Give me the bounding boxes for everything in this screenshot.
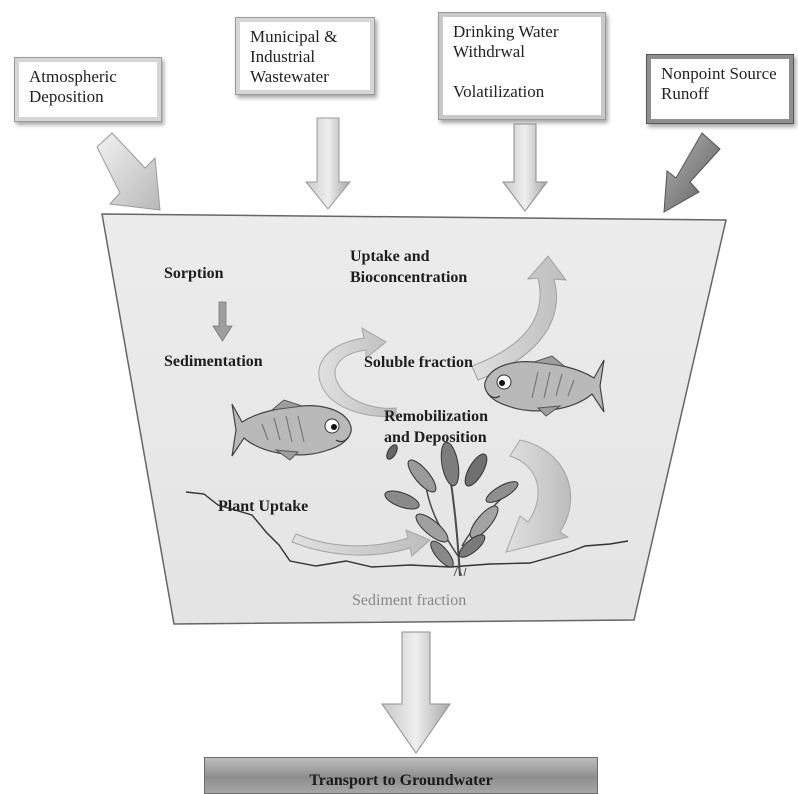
uptake-bioconcentration-label: Uptake and Bioconcentration [350, 248, 468, 286]
drinking-water-arrow [501, 123, 549, 212]
volatilization-label: Volatilization [453, 82, 545, 101]
uptake-curve-arrow [471, 255, 568, 381]
municipal-arrow [304, 117, 352, 210]
atmospheric-deposition-label: Atmospheric Deposition [29, 67, 117, 106]
nonpoint-runoff-box: Nonpoint Source Runoff [646, 54, 794, 124]
sedimentation-label: Sedimentation [164, 353, 263, 370]
plant-uptake-arrow [291, 529, 431, 557]
fish-icon [484, 355, 605, 417]
sorption-arrow [212, 301, 233, 342]
deposition-curve-arrow [505, 439, 572, 553]
nonpoint-runoff-label: Nonpoint Source Runoff [661, 64, 777, 103]
atmospheric-deposition-box: Atmospheric Deposition [14, 57, 162, 122]
groundwater-transport-label: Transport to Groundwater [309, 771, 493, 789]
drinking-water-box: Drinking Water Withdrwal Volatilization [438, 12, 606, 120]
groundwater-arrow [381, 631, 451, 754]
nonpoint-arrow [663, 132, 721, 213]
sorption-label: Sorption [164, 265, 224, 282]
municipal-wastewater-label: Municipal & Industrial Wastewater [250, 27, 338, 86]
remobilization-deposition-label: Remobilization and Deposition [384, 408, 488, 446]
municipal-wastewater-box: Municipal & Industrial Wastewater [235, 17, 375, 95]
soluble-loop-arrow [318, 327, 397, 417]
plant-uptake-label: Plant Uptake [218, 498, 309, 515]
plant-icon [384, 441, 519, 577]
drinking-water-label: Drinking Water Withdrwal [453, 22, 559, 61]
sediment-boundary-line [185, 491, 629, 568]
groundwater-transport-bar: Transport to Groundwater [204, 757, 598, 794]
sediment-fraction-label: Sediment fraction [352, 592, 467, 609]
fish-icon [231, 399, 352, 461]
soluble-fraction-label: Soluble fraction [364, 354, 473, 371]
atmospheric-arrow [96, 132, 161, 211]
